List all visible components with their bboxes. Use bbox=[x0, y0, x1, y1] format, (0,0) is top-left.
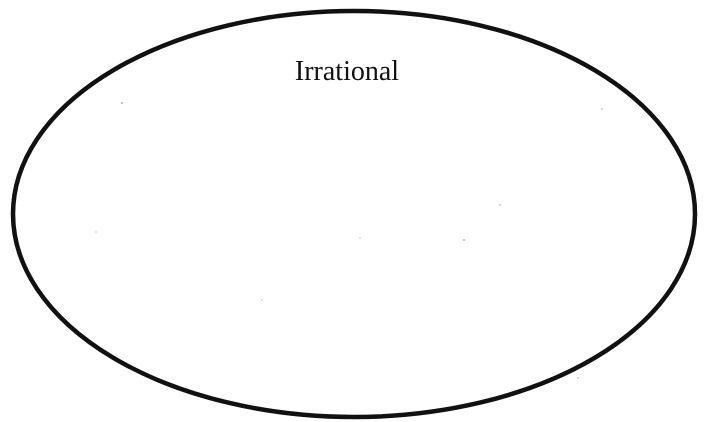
irrational-set-label: Irrational bbox=[295, 56, 399, 87]
irrational-set-ellipse bbox=[10, 8, 698, 420]
scan-specks bbox=[95, 102, 603, 379]
